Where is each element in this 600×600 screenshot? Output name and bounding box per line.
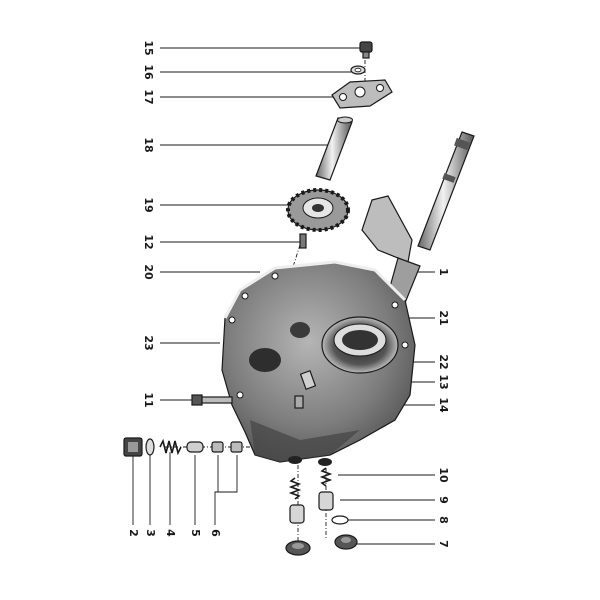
part-plunger-5 (186, 441, 204, 453)
part-spring-4 (159, 438, 182, 456)
part-bolt-11 (191, 394, 233, 406)
part-ring-8 (331, 515, 349, 525)
callout-11: 11 (142, 392, 155, 407)
part-plug-2 (123, 437, 143, 457)
part-plunger-9 (318, 491, 334, 511)
part-housing-23 (221, 260, 416, 466)
callout-1: 1 (437, 268, 450, 276)
callout-16: 16 (142, 64, 155, 80)
part-plunger-9-left (289, 504, 305, 524)
callout-4: 4 (164, 529, 177, 537)
part-plate-17 (331, 79, 393, 109)
part-bolt-15 (359, 41, 373, 59)
callout-13: 13 (437, 374, 450, 389)
callout-14: 14 (437, 397, 450, 413)
leader-6 (214, 455, 238, 525)
part-pin-12 (299, 233, 307, 249)
callout-21: 21 (437, 310, 450, 325)
callout-6: 6 (209, 529, 222, 537)
callout-2: 2 (127, 529, 140, 537)
callout-10: 10 (437, 467, 450, 483)
callout-labels: 15 16 17 18 19 12 20 23 11 1 21 22 13 14… (127, 40, 450, 547)
callout-20: 20 (142, 264, 155, 280)
callout-17: 17 (142, 89, 155, 104)
callout-8: 8 (437, 516, 450, 524)
callout-23: 23 (142, 335, 155, 350)
part-plug-7 (334, 534, 358, 550)
part-spring-10 (319, 467, 333, 487)
callout-3: 3 (144, 529, 157, 537)
callout-22: 22 (437, 354, 450, 369)
callout-12: 12 (142, 234, 155, 249)
callout-7: 7 (437, 540, 450, 548)
part-gear-19 (286, 188, 350, 232)
callout-5: 5 (189, 529, 202, 537)
part-plug-7-left (285, 540, 311, 556)
callout-18: 18 (142, 137, 155, 152)
part-washer-3 (145, 438, 155, 456)
callout-9: 9 (437, 496, 450, 504)
callout-19: 19 (142, 197, 155, 212)
part-spring-10-left (288, 477, 302, 500)
part-pins-6 (211, 441, 243, 453)
part-shaft-18 (315, 116, 353, 181)
callout-15: 15 (142, 40, 155, 55)
